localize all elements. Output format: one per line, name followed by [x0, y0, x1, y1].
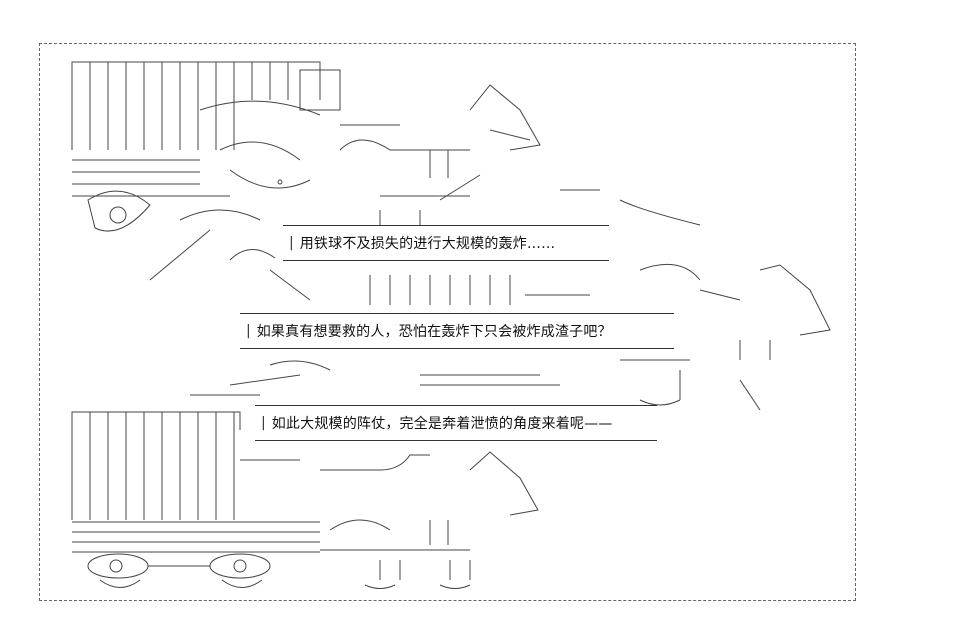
bubble-3-left-bar: | — [261, 415, 266, 431]
middle-ground — [190, 275, 590, 396]
bottom-wagon-wheels — [87, 553, 271, 588]
bubble-2-text: 如果真有想要救的人，恐怕在轰炸下只会被炸成渣子吧？ — [256, 324, 612, 340]
speech-bubble-1: | 用铁球不及损失的进行大规模的轰炸…… — [283, 225, 609, 261]
right-horse — [560, 189, 831, 411]
bubble-2-left-bar: | — [246, 323, 251, 339]
speech-bubble-2: | 如果真有想要救的人，恐怕在轰炸下只会被炸成渣子吧？ — [240, 313, 674, 349]
bottom-wagon — [71, 411, 320, 553]
top-rider — [149, 69, 341, 301]
ascii-art-frame — [39, 43, 856, 601]
bottom-horse — [320, 451, 539, 589]
bubble-1-text: 用铁球不及损失的进行大规模的轰炸…… — [299, 236, 556, 252]
top-wagon-fence — [71, 61, 321, 197]
bubble-3-text: 如此大规模的阵仗，完全是奔着泄愤的角度来着呢—— — [271, 416, 613, 432]
speech-bubble-3: | 如此大规模的阵仗，完全是奔着泄愤的角度来着呢—— — [255, 405, 657, 441]
bubble-1-left-bar: | — [289, 235, 294, 251]
top-horse — [339, 84, 541, 225]
top-wagon-wheel — [87, 190, 151, 232]
